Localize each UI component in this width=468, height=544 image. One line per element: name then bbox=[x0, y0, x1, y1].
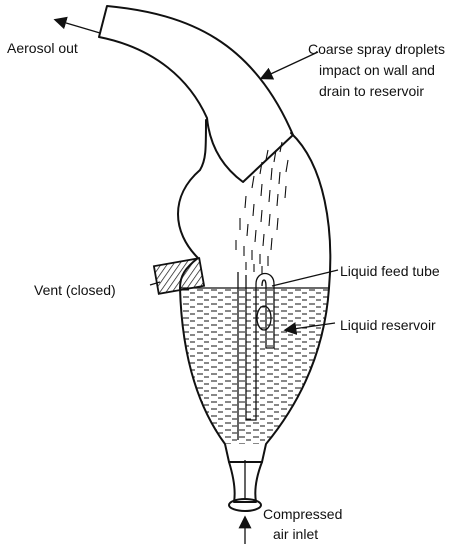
coarse-spray-label-2: impact on wall and bbox=[319, 62, 435, 78]
air-inlet-stem bbox=[229, 460, 262, 511]
coarse-spray-label-1: Coarse spray droplets bbox=[308, 41, 445, 57]
compressed-air-label-1: Compressed bbox=[263, 506, 342, 522]
spray-plume bbox=[236, 142, 288, 274]
liquid-feed-tube-label: Liquid feed tube bbox=[340, 263, 440, 279]
liquid-reservoir-label: Liquid reservoir bbox=[340, 317, 436, 333]
coarse-spray-label-3: drain to reservoir bbox=[319, 83, 424, 99]
feed-tube-leader bbox=[272, 270, 338, 286]
aerosol-outlet-tube bbox=[99, 6, 293, 182]
vent-label: Vent (closed) bbox=[34, 282, 116, 298]
aerosol-out-arrow bbox=[56, 20, 100, 33]
aerosol-out-label: Aerosol out bbox=[7, 40, 78, 56]
compressed-air-label-2: air inlet bbox=[273, 526, 318, 542]
